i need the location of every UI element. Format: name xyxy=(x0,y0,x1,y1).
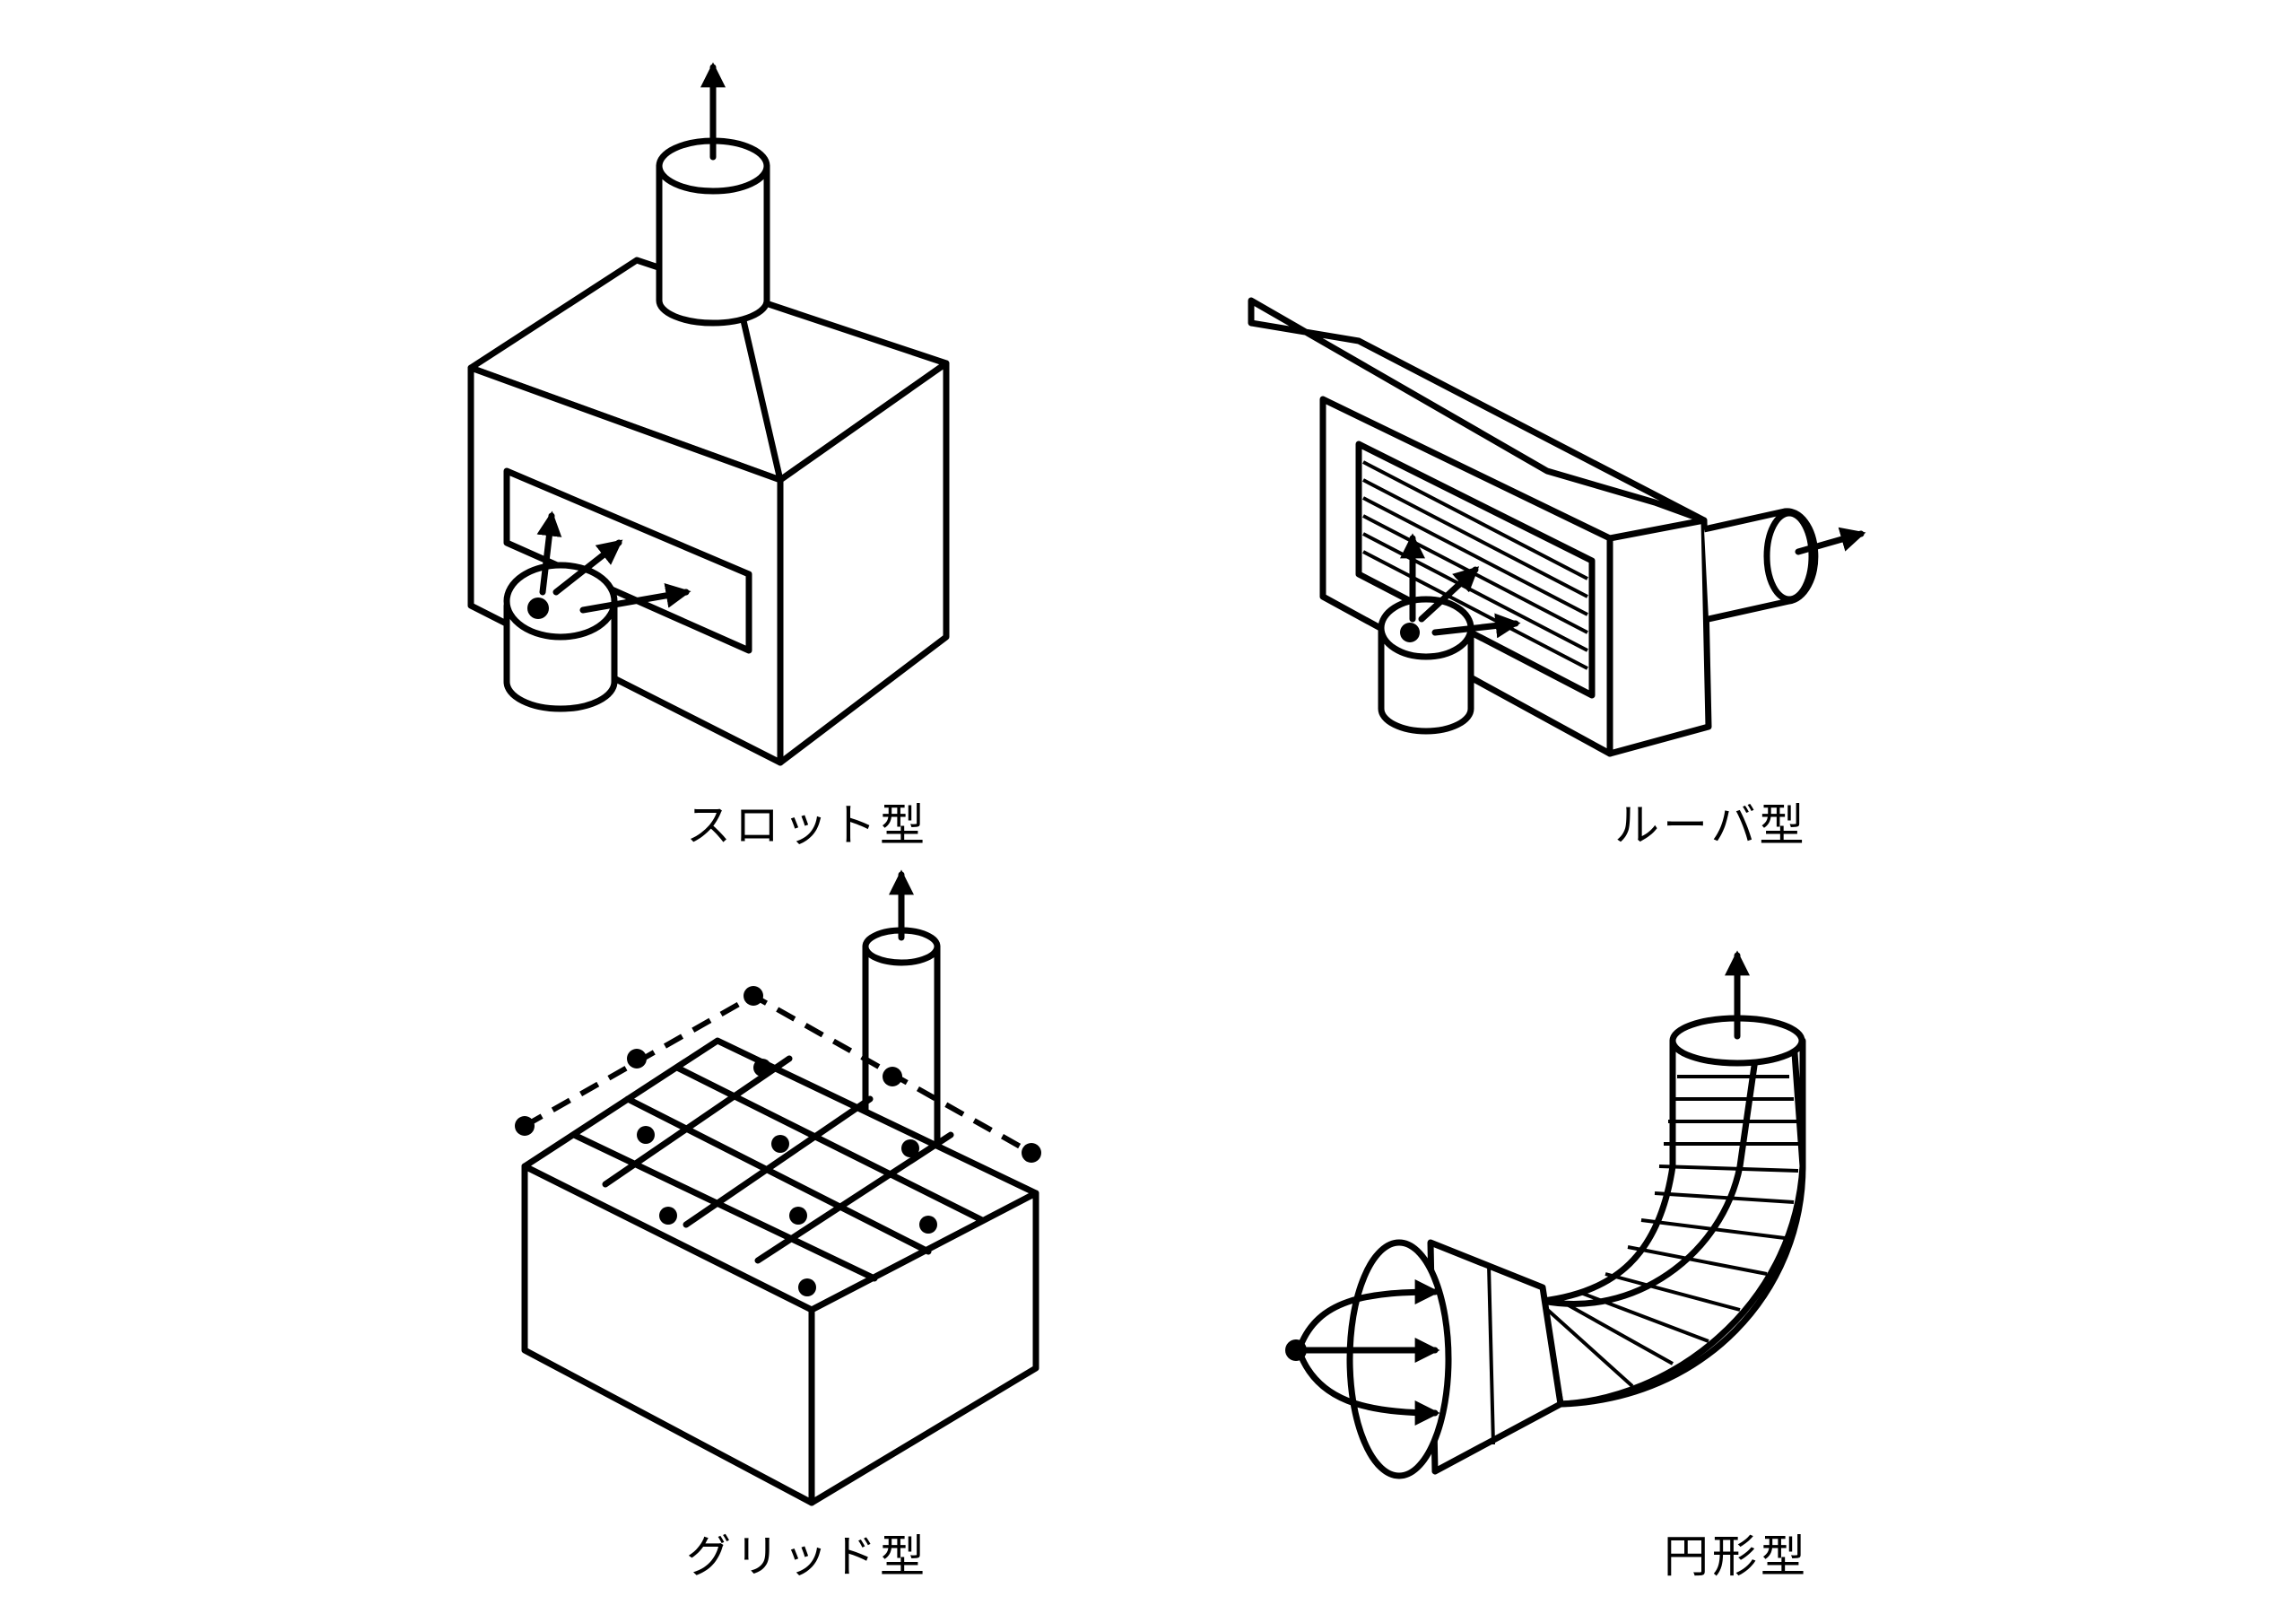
caption-grid: グリッド型 xyxy=(686,1531,928,1583)
circular-hood-illustration xyxy=(1285,950,1806,1479)
slot-hood-illustration xyxy=(467,62,950,766)
grid-lines xyxy=(570,1055,986,1282)
flow-arrow-icon xyxy=(552,539,623,596)
flow-arrow-icon xyxy=(1297,1279,1440,1349)
caption-slot: スロット型 xyxy=(686,799,928,851)
slot-exhaust-pipe xyxy=(656,162,770,327)
flow-arrow-icon xyxy=(1418,566,1480,623)
louver-side xyxy=(1606,517,1712,757)
caption-louver: ルーバ型 xyxy=(1614,799,1808,851)
flow-arrow-icon xyxy=(536,510,562,596)
flow-arrow-icon xyxy=(1431,613,1521,639)
flow-arrow-icon xyxy=(1297,1351,1440,1426)
exhaust-arrow-icon xyxy=(1795,527,1866,555)
grid-side xyxy=(808,1190,1039,1506)
flow-arrow-icon xyxy=(579,583,691,614)
circular-hood-mouth xyxy=(1346,1239,1452,1479)
grid-hood-illustration xyxy=(515,869,1041,1506)
slot-hood-side xyxy=(777,360,950,766)
louver-hood-illustration xyxy=(1248,297,1866,757)
caption-circular: 円形型 xyxy=(1664,1531,1809,1583)
